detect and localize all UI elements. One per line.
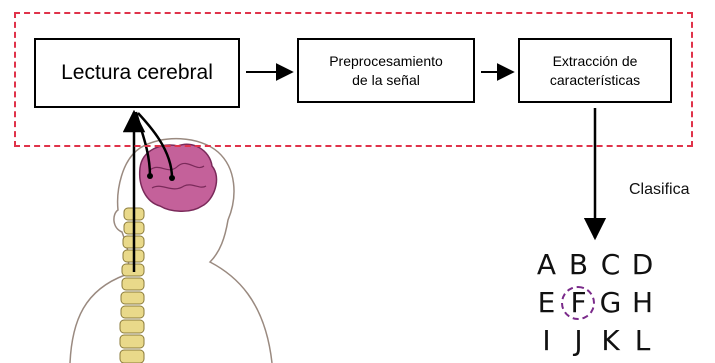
letter-cell-highlighted: F (561, 284, 595, 322)
letter-cell: H (631, 286, 655, 319)
prepro-label-line1: Preprocesamiento (329, 52, 443, 69)
letter-cell: A (536, 248, 558, 281)
classify-label: Clasifica (629, 181, 690, 198)
lectura-cerebral-box: Lectura cerebral (34, 38, 240, 108)
letter-cell: C (600, 248, 622, 281)
spine (119, 207, 145, 363)
letter-cell: E (537, 286, 557, 319)
extraccion-box: Extracción de características (518, 38, 672, 103)
letter-row: I J K L (531, 322, 659, 360)
letter-row: E F G H (531, 284, 659, 322)
letter-grid: A B C D E F G H I J K L (531, 246, 659, 360)
letter-cell: J (574, 324, 584, 357)
letter-cell: B (568, 248, 590, 281)
letter-cell: G (599, 286, 623, 319)
processing-frame (14, 12, 693, 147)
extra-label-line1: Extracción de (552, 52, 638, 69)
signal-arrows (122, 109, 174, 272)
letter-cell: L (634, 324, 652, 357)
extra-label-line2: características (549, 71, 641, 88)
letter-cell: I (542, 324, 552, 357)
letter-row: A B C D (531, 246, 659, 284)
lectura-label: Lectura cerebral (61, 61, 213, 84)
letter-cell: D (631, 248, 655, 281)
preprocesamiento-box: Preprocesamiento de la señal (297, 38, 475, 103)
letter-cell: K (601, 324, 621, 357)
prepro-label-line2: de la señal (352, 71, 420, 88)
